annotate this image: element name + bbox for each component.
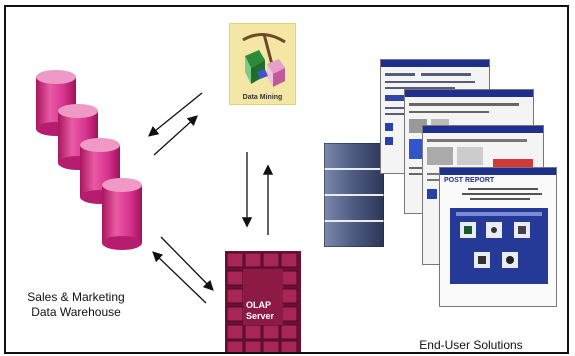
report-screen-front: POST REPORT [439,167,557,307]
pickaxe-cubes-icon [242,33,286,87]
screen-titlebar [381,60,489,67]
warehouse-label-line1: Sales & Marketing [27,290,125,304]
olap-server-icon [225,251,301,352]
olap-label-line1: OLAP [246,300,272,310]
report-panel [450,188,548,284]
olap-label-line2: Server [246,311,275,321]
end-user-label: End-User Solutions [419,338,523,352]
front-screen-title: POST REPORT [444,177,495,184]
middleware-server-icon [324,143,384,247]
data-mining-label: Data Mining [242,94,283,101]
diagram-frame: Sales & Marketing Data Warehouse Data Mi… [4,5,569,354]
olap-label: OLAP Server [246,300,274,322]
screen-titlebar [440,168,556,175]
warehouse-label: Sales & Marketing Data Warehouse [26,290,126,320]
flow-arrows [147,92,274,304]
screen-titlebar [405,90,533,97]
warehouse-label-line2: Data Warehouse [31,305,121,319]
screen-titlebar [423,126,543,133]
warehouse-datamining-arrows [147,92,203,156]
datamining-olap-arrows [241,152,274,235]
data-mining-box: Data Mining [229,23,296,105]
data-warehouse-icon [36,70,142,250]
warehouse-olap-arrows [152,236,214,304]
